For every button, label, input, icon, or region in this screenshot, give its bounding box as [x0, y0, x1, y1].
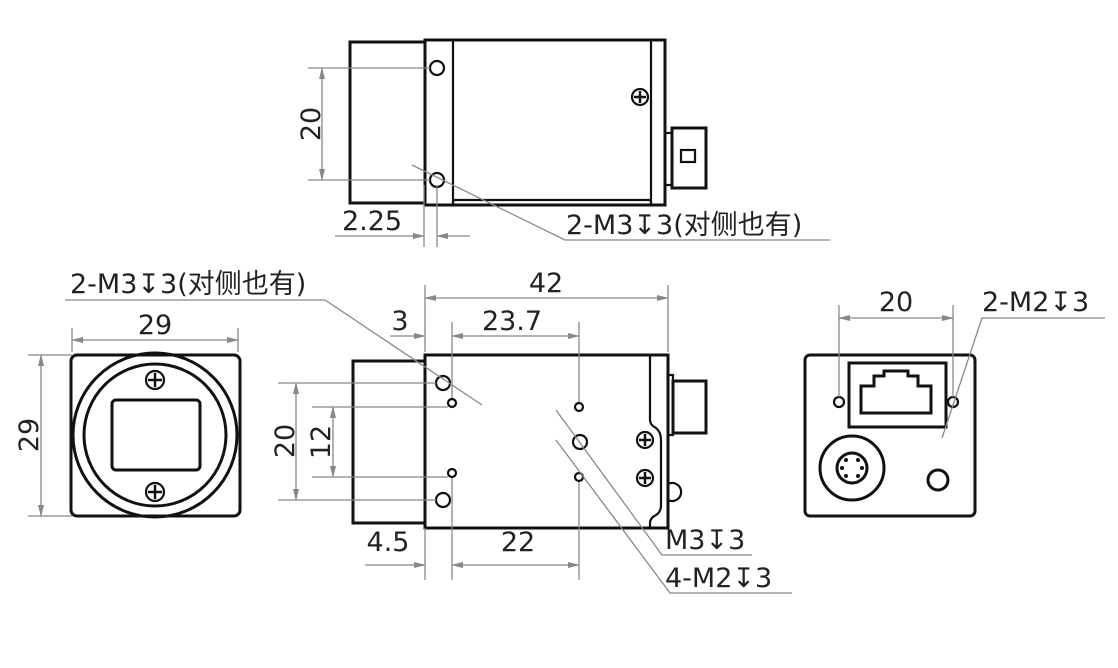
- lens-mount-outline: [351, 359, 427, 525]
- ethernet-port: [847, 361, 948, 429]
- dim-hole-spacing: 20: [296, 107, 327, 141]
- m3-hole: [434, 374, 452, 392]
- screw-icon: [630, 87, 650, 107]
- dim-inner-spacing: 12: [306, 425, 337, 459]
- leader-line: [411, 164, 830, 241]
- screw-icon: [144, 481, 166, 503]
- dim-hole-spacing: 20: [879, 287, 913, 318]
- leader-line: [65, 299, 483, 406]
- lens-mount-outline: [348, 40, 427, 205]
- dim-hole-offset: 2.25: [342, 206, 402, 237]
- m2-hole: [446, 397, 458, 409]
- callout-left: 2-M3↧3(对侧也有): [70, 269, 306, 300]
- callout-label: 2-M3↧3(对侧也有): [566, 210, 802, 241]
- m3-hole: [434, 491, 452, 509]
- screw-icon: [635, 468, 655, 488]
- sensor-window: [110, 398, 202, 472]
- dim-outer-spacing: 20: [270, 424, 301, 458]
- led-indicator: [926, 468, 950, 492]
- connector: [670, 126, 708, 190]
- screw-icon: [144, 369, 166, 391]
- body-outline: [423, 38, 667, 207]
- dim-height: 29: [14, 418, 45, 452]
- dim-small-pitch: 22: [501, 527, 535, 558]
- rear-plate-outline: [803, 353, 977, 518]
- screw-icon: [635, 430, 655, 450]
- dim-length: 42: [529, 268, 563, 299]
- leader-line: [555, 409, 752, 556]
- dim-width: 29: [138, 310, 172, 341]
- io-connector: [818, 434, 886, 502]
- dim-front-offset: 3: [391, 306, 408, 337]
- rear-view: 20 2-M2↧3: [803, 287, 1105, 518]
- side-view: 42 3 23.7 20 12 4.5 22 2-M3↧3(对侧也有) M3↧3…: [65, 268, 792, 594]
- callout-m3: M3↧3: [665, 525, 745, 556]
- m2-hole: [832, 395, 846, 409]
- m3-hole: [571, 433, 589, 451]
- top-view: 20 2.25 2-M3↧3(对侧也有): [296, 38, 830, 247]
- mount-hole: [428, 59, 446, 77]
- leader-line: [555, 439, 792, 594]
- rj45-icon: [859, 369, 933, 415]
- dim-hole-pitch: 23.7: [482, 306, 542, 337]
- connector: [671, 379, 708, 435]
- leader-line: [941, 317, 1105, 439]
- dim-small-offset: 4.5: [367, 527, 410, 558]
- body-outline: [423, 353, 670, 530]
- callout-m2: 4-M2↧3: [665, 563, 772, 594]
- m2-hole: [446, 467, 458, 479]
- m2-hole: [573, 401, 585, 413]
- front-view: 29 29: [14, 310, 242, 519]
- callout-label: 2-M2↧3: [982, 287, 1089, 318]
